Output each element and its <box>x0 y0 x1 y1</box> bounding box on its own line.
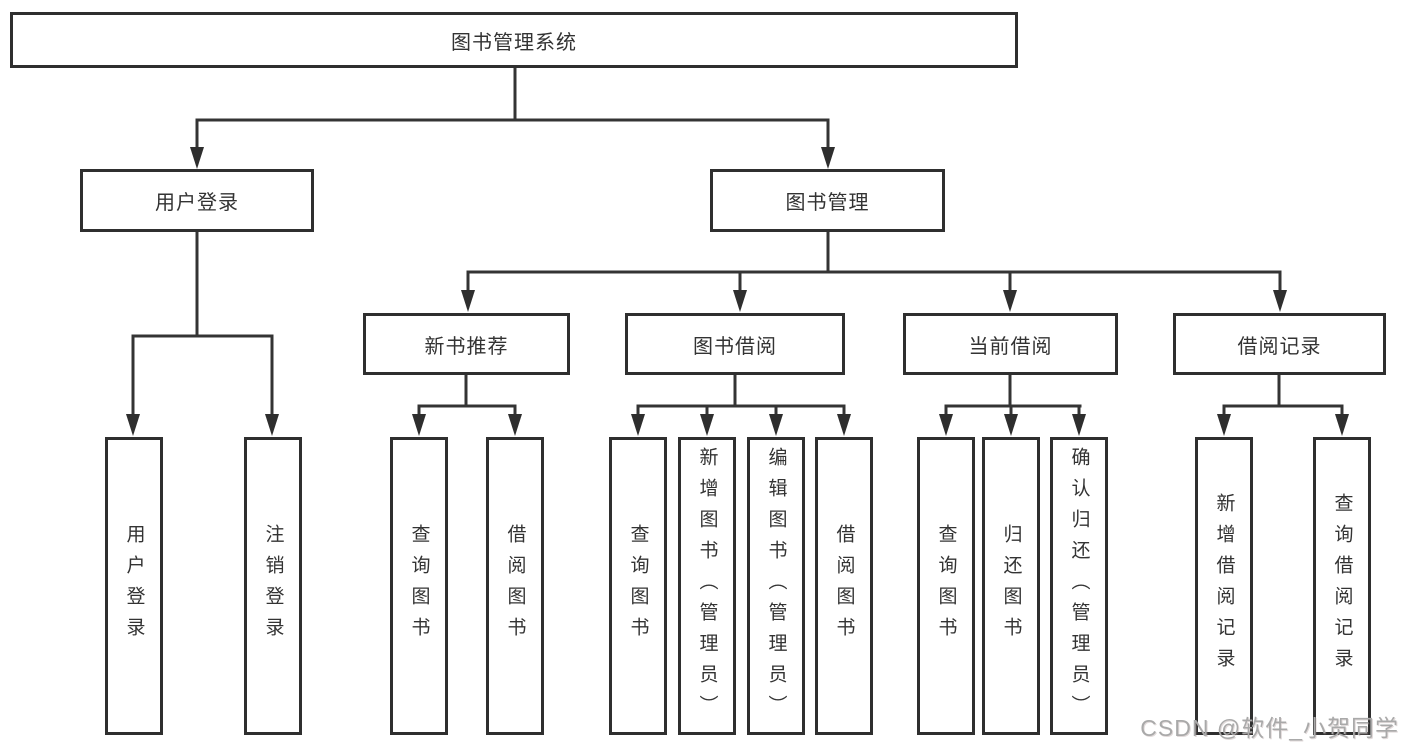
csdn-watermark: CSDN @软件_小贺同学 <box>1140 715 1399 741</box>
node-label: 编辑图书（管理员） <box>765 446 787 726</box>
leaf-query-books-borrow: 查询图书 <box>609 437 667 735</box>
node-current-borrow: 当前借阅 <box>903 313 1118 375</box>
arrowhead <box>461 290 475 312</box>
node-label: 用户登录 <box>123 524 145 648</box>
node-label: 借阅图书 <box>504 524 526 648</box>
arrowhead <box>1217 414 1231 436</box>
connector-user-login <box>126 231 279 436</box>
arrowhead <box>1004 414 1018 436</box>
node-label: 新增借阅记录 <box>1213 493 1235 679</box>
arrowhead <box>631 414 645 436</box>
leaf-query-books-recommend: 查询图书 <box>390 437 448 735</box>
node-label: 新增图书（管理员） <box>696 446 718 726</box>
node-label: 查询图书 <box>627 524 649 648</box>
node-label: 借阅记录 <box>1237 335 1322 358</box>
arrowhead <box>126 414 140 436</box>
leaf-return-books: 归还图书 <box>982 437 1040 735</box>
arrowhead <box>412 414 426 436</box>
leaf-add-books-admin: 新增图书（管理员） <box>678 437 736 735</box>
connector-book-management <box>461 231 1287 312</box>
arrowhead <box>1335 414 1349 436</box>
arrowhead <box>508 414 522 436</box>
leaf-borrow-books-recommend: 借阅图书 <box>486 437 544 735</box>
arrowhead <box>1003 290 1017 312</box>
node-new-book-recommend: 新书推荐 <box>363 313 570 375</box>
arrowhead <box>265 414 279 436</box>
leaf-borrow-books: 借阅图书 <box>815 437 873 735</box>
node-label: 图书管理 <box>785 192 870 214</box>
leaf-query-books-current: 查询图书 <box>917 437 975 735</box>
node-book-borrow: 图书借阅 <box>625 313 845 375</box>
connector-root <box>190 67 835 169</box>
node-borrow-records: 借阅记录 <box>1173 313 1386 375</box>
leaf-user-login: 用户登录 <box>105 437 163 735</box>
node-label: 查询图书 <box>408 524 430 648</box>
node-system-root: 图书管理系统 <box>10 12 1018 68</box>
node-label: 用户登录 <box>155 192 239 214</box>
arrowhead <box>1273 290 1287 312</box>
connector-book-borrow <box>631 374 851 436</box>
node-label: 确认归还（管理员） <box>1068 446 1090 726</box>
node-book-management: 图书管理 <box>710 169 945 232</box>
leaf-edit-books-admin: 编辑图书（管理员） <box>747 437 805 735</box>
leaf-query-borrow-record: 查询借阅记录 <box>1313 437 1371 735</box>
node-label: 当前借阅 <box>968 335 1053 358</box>
node-label: 查询图书 <box>935 524 957 648</box>
node-label: 查询借阅记录 <box>1331 493 1353 679</box>
node-label: 归还图书 <box>1000 524 1022 648</box>
node-label: 借阅图书 <box>833 524 855 648</box>
node-label: 注销登录 <box>262 524 284 648</box>
arrowhead <box>1072 414 1086 436</box>
arrowhead <box>733 290 747 312</box>
arrowhead <box>821 147 835 169</box>
leaf-logout: 注销登录 <box>244 437 302 735</box>
node-label: 新书推荐 <box>424 335 509 358</box>
connector-borrow-records <box>1217 374 1349 436</box>
arrowhead <box>939 414 953 436</box>
leaf-confirm-return-admin: 确认归还（管理员） <box>1050 437 1108 735</box>
node-label: 图书管理系统 <box>451 31 577 54</box>
leaf-add-borrow-record: 新增借阅记录 <box>1195 437 1253 735</box>
arrowhead <box>769 414 783 436</box>
connector-new-book <box>412 374 522 436</box>
connector-current-borrow <box>939 374 1086 436</box>
arrowhead <box>837 414 851 436</box>
arrowhead <box>190 147 204 169</box>
node-user-login: 用户登录 <box>80 169 314 232</box>
arrowhead <box>700 414 714 436</box>
node-label: 图书借阅 <box>693 335 777 358</box>
